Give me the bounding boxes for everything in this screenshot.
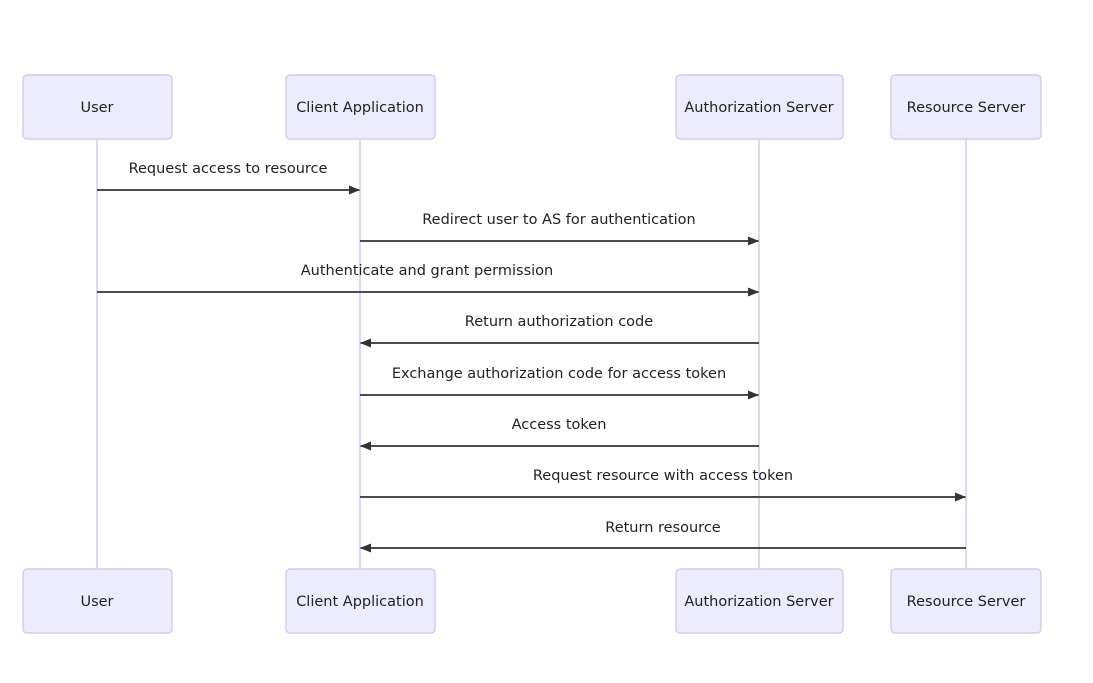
participant-user-top[interactable]: User: [22, 74, 173, 140]
participant-box-rect: [890, 568, 1042, 634]
message-label: Return authorization code: [465, 314, 653, 330]
participant-user-bottom[interactable]: User: [22, 568, 173, 634]
lifelines-group: [96, 139, 967, 569]
participant-label: User: [80, 100, 113, 116]
participant-auth-bottom[interactable]: Authorization Server: [675, 568, 844, 634]
participant-label: User: [80, 594, 113, 610]
message-label: Return resource: [605, 520, 721, 536]
participant-label: Resource Server: [907, 594, 1026, 610]
participant-client-top[interactable]: Client Application: [285, 74, 436, 140]
participant-box-rect: [22, 568, 173, 634]
participant-box-rect: [22, 74, 173, 140]
participant-box-rect: [675, 74, 844, 140]
participants-top-group: User Client Application Authorization Serv…: [22, 74, 1042, 140]
message-label: Access token: [512, 417, 607, 433]
participant-label: Authorization Server: [684, 594, 833, 610]
message-1[interactable]: Request access to resource: [97, 161, 360, 195]
message-2[interactable]: Redirect user to AS for authentication: [360, 212, 759, 246]
participant-resource-bottom[interactable]: Resource Server: [890, 568, 1042, 634]
participant-box-rect: [285, 568, 436, 634]
message-label: Exchange authorization code for access t…: [392, 366, 726, 382]
message-8[interactable]: Return resource: [360, 520, 967, 553]
message-6[interactable]: Access token: [360, 417, 760, 451]
participant-auth-top[interactable]: Authorization Server: [675, 74, 844, 140]
message-label: Request access to resource: [129, 161, 328, 177]
message-label: Request resource with access token: [533, 468, 793, 484]
message-label: Redirect user to AS for authentication: [422, 212, 696, 228]
message-label: Authenticate and grant permission: [301, 263, 554, 279]
participant-box-rect: [890, 74, 1042, 140]
message-5[interactable]: Exchange authorization code for access t…: [360, 366, 759, 400]
participant-resource-top[interactable]: Resource Server: [890, 74, 1042, 140]
participant-label: Client Application: [296, 594, 424, 610]
participant-box-rect: [675, 568, 844, 634]
participant-label: Client Application: [296, 100, 424, 116]
message-7[interactable]: Request resource with access token: [360, 468, 966, 502]
participants-bottom-group: User Client Application Authorization Serv…: [22, 568, 1042, 634]
participant-label: Resource Server: [907, 100, 1026, 116]
participant-box-rect: [285, 74, 436, 140]
message-3[interactable]: Authenticate and grant permission: [97, 263, 759, 297]
participant-label: Authorization Server: [684, 100, 833, 116]
participant-client-bottom[interactable]: Client Application: [285, 568, 436, 634]
message-4[interactable]: Return authorization code: [360, 314, 760, 348]
